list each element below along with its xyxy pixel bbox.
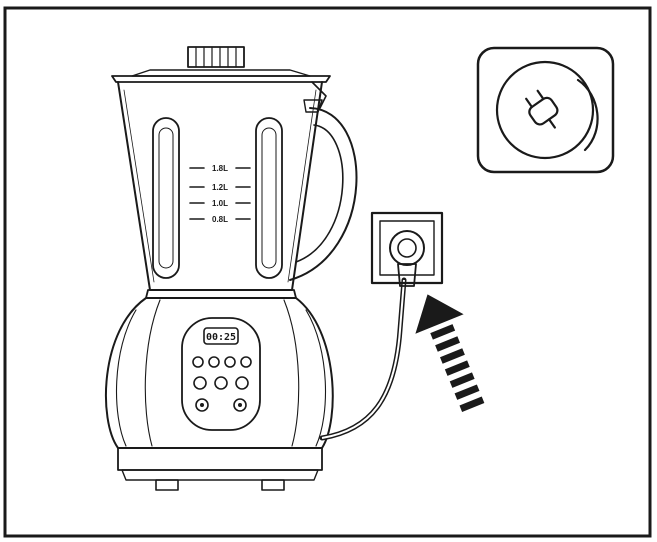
measure-mark-4: 0.8L bbox=[212, 215, 228, 224]
blender-base bbox=[104, 289, 334, 491]
measure-scale: 1.8L 1.2L 1.0L 0.8L bbox=[189, 164, 251, 224]
power-cord bbox=[319, 277, 407, 441]
wall-socket bbox=[370, 211, 444, 287]
measure-mark-1: 1.8L bbox=[212, 164, 228, 173]
power-button-right bbox=[233, 398, 247, 412]
insert-arrow-icon bbox=[415, 294, 485, 412]
blender-jug bbox=[117, 81, 358, 291]
timer-display: 00:25 bbox=[203, 327, 239, 345]
program-button-3 bbox=[224, 356, 236, 368]
diagram-frame bbox=[3, 6, 652, 538]
timer-display-value: 00:25 bbox=[206, 332, 236, 343]
function-button-2 bbox=[214, 376, 228, 390]
program-button-1 bbox=[192, 356, 204, 368]
measure-mark-3: 1.0L bbox=[212, 199, 228, 208]
measure-mark-2: 1.2L bbox=[212, 183, 228, 192]
function-button-1 bbox=[193, 376, 207, 390]
program-button-4 bbox=[240, 356, 252, 368]
blender-lid bbox=[111, 46, 331, 83]
program-button-2 bbox=[208, 356, 220, 368]
power-button-left bbox=[195, 398, 209, 412]
control-panel: 00:25 bbox=[181, 317, 261, 431]
function-button-3 bbox=[235, 376, 249, 390]
plug-in-power-icon bbox=[476, 46, 615, 174]
